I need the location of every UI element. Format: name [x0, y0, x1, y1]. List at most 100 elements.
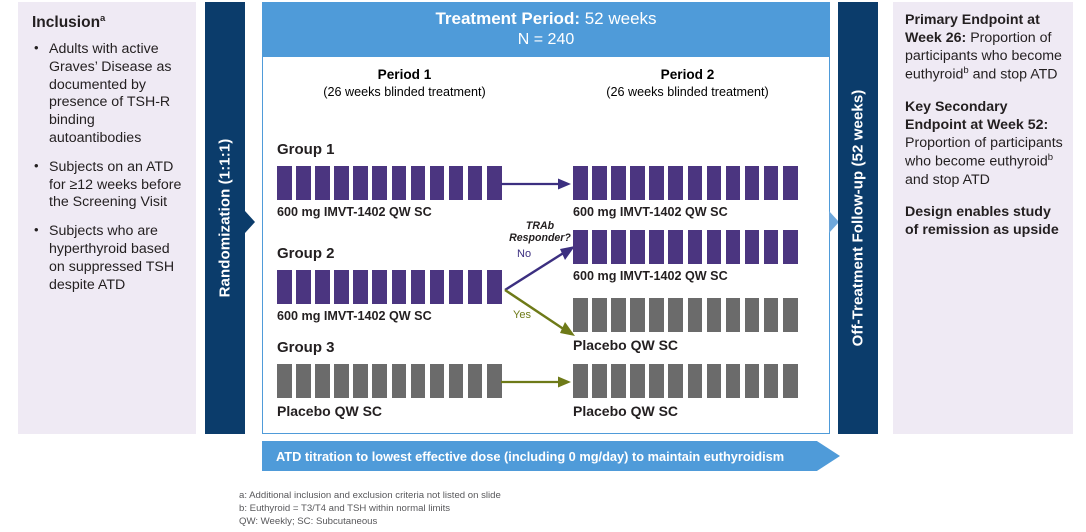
group-2-period-2-yes-bars — [573, 297, 798, 332]
dose-bar — [467, 269, 483, 304]
treatment-period-box: Treatment Period: 52 weeks N = 240 Perio… — [262, 2, 830, 434]
dose-bar — [687, 297, 703, 332]
dose-bar — [448, 269, 464, 304]
dose-bar — [763, 229, 779, 264]
primary-endpoint-text: Proportion of participants who become eu… — [905, 29, 1062, 84]
dose-bar — [573, 363, 588, 398]
dose-bar — [592, 229, 607, 264]
dose-bar — [725, 363, 741, 398]
footnote-b: b: Euthyroid = T3/T4 and TSH within norm… — [239, 503, 451, 515]
dose-bar — [687, 229, 703, 264]
dose-bar — [410, 165, 426, 200]
period-1-header: Period 1 (26 weeks blinded treatment) — [263, 66, 546, 100]
group-1-period-1-bars — [277, 165, 502, 200]
dose-bar — [467, 165, 483, 200]
secondary-endpoint-text: Proportion of participants who become eu… — [905, 134, 1063, 171]
list-item: Subjects who are hyperthyroid based on s… — [32, 222, 186, 294]
secondary-endpoint-title: Key Secondary Endpoint at Week 52: — [905, 98, 1049, 133]
group-3-label: Group 3 — [277, 338, 335, 356]
dose-bar — [353, 269, 368, 304]
dose-bar — [611, 297, 626, 332]
dose-bar — [725, 165, 741, 200]
dose-bar — [296, 363, 311, 398]
off-treatment-followup-bar: Off-Treatment Follow-up (52 weeks) — [838, 2, 878, 434]
dose-bar — [448, 165, 464, 200]
group-3-transition-arrow-icon — [501, 376, 571, 388]
secondary-endpoint-block: Key Secondary Endpoint at Week 52: Propo… — [905, 99, 1065, 190]
group-2-period-2-no-dose: 600 mg IMVT-1402 QW SC — [573, 268, 728, 283]
trab-question-line1: TRAb — [525, 219, 555, 232]
inclusion-criteria-panel: Inclusiona Adults with active Graves’ Di… — [18, 2, 196, 434]
dose-bar — [353, 363, 368, 398]
group-1-period-2-bars — [573, 165, 798, 200]
branch-no-arrow-icon — [504, 245, 575, 291]
dose-bar — [487, 269, 502, 304]
treatment-header-bold: Treatment Period: — [435, 9, 580, 28]
period-2-header: Period 2 (26 weeks blinded treatment) — [546, 66, 829, 100]
inclusion-title-footnote-marker: a — [100, 13, 106, 24]
dose-bar — [611, 165, 626, 200]
dose-bar — [296, 269, 311, 304]
endpoints-panel: Primary Endpoint at Week 26: Proportion … — [893, 2, 1073, 434]
dose-bar — [573, 165, 588, 200]
group-3-period-1-dose: Placebo QW SC — [277, 402, 383, 419]
dose-bar — [706, 165, 722, 200]
dose-bar — [592, 165, 607, 200]
trab-question-line2: Responder? — [509, 231, 571, 244]
dose-bar — [763, 363, 779, 398]
dose-bar — [611, 229, 626, 264]
dose-bar — [315, 269, 330, 304]
dose-bar — [783, 363, 798, 398]
dose-bar — [630, 297, 645, 332]
inclusion-title-text: Inclusion — [32, 14, 101, 32]
group-2-period-2-no-bars — [573, 229, 798, 264]
period-2-subtitle: (26 weeks blinded treatment) — [606, 84, 769, 99]
randomization-bar: Randomization (1:1:1) — [205, 2, 245, 434]
atd-titration-banner: ATD titration to lowest effective dose (… — [262, 441, 840, 471]
dose-bar — [334, 269, 349, 304]
treatment-period-header: Treatment Period: 52 weeks N = 240 — [263, 3, 829, 58]
treatment-header-n: N = 240 — [517, 30, 575, 48]
period-2-title: Period 2 — [660, 67, 715, 83]
period-headers-row: Period 1 (26 weeks blinded treatment) Pe… — [263, 57, 829, 102]
dose-bar — [410, 269, 426, 304]
dose-bar — [315, 363, 330, 398]
primary-endpoint-footnote-marker: b — [963, 65, 969, 77]
treatment-header-line1: Treatment Period: 52 weeks — [263, 9, 829, 30]
dose-bar — [706, 363, 722, 398]
dose-bar — [725, 229, 741, 264]
inclusion-panel-title: Inclusiona — [32, 13, 186, 32]
atd-titration-text: ATD titration to lowest effective dose (… — [276, 448, 785, 464]
off-treatment-arrow-icon — [829, 211, 839, 233]
dose-bar — [410, 363, 426, 398]
dose-bar — [487, 363, 502, 398]
dose-bar — [391, 269, 407, 304]
dose-bar — [649, 297, 664, 332]
group-1-label: Group 1 — [277, 140, 335, 158]
dose-bar — [763, 165, 779, 200]
secondary-endpoint-tail: and stop ATD — [905, 171, 990, 188]
dose-bar — [649, 165, 664, 200]
dose-bar — [763, 297, 779, 332]
dose-bar — [649, 363, 664, 398]
dose-bar — [630, 229, 645, 264]
dose-bar — [372, 165, 387, 200]
dose-bar — [573, 229, 588, 264]
dose-bar — [744, 165, 760, 200]
primary-endpoint-tail: and stop ATD — [968, 67, 1058, 84]
dose-bar — [573, 297, 588, 332]
group-2-period-1-bars — [277, 269, 502, 304]
dose-bar — [334, 363, 349, 398]
dose-bar — [744, 229, 760, 264]
group-1-transition-arrow-icon — [501, 178, 571, 190]
group-2-period-2-yes-dose: Placebo QW SC — [573, 336, 679, 353]
dose-bar — [372, 363, 387, 398]
dose-bar — [706, 297, 722, 332]
footnote-a: a: Additional inclusion and exclusion cr… — [239, 490, 501, 501]
dose-bar — [448, 363, 464, 398]
dose-bar — [630, 165, 645, 200]
dose-bar — [706, 229, 722, 264]
dose-bar — [592, 297, 607, 332]
randomization-label: Randomization (1:1:1) — [216, 138, 234, 298]
dose-bar — [391, 363, 407, 398]
